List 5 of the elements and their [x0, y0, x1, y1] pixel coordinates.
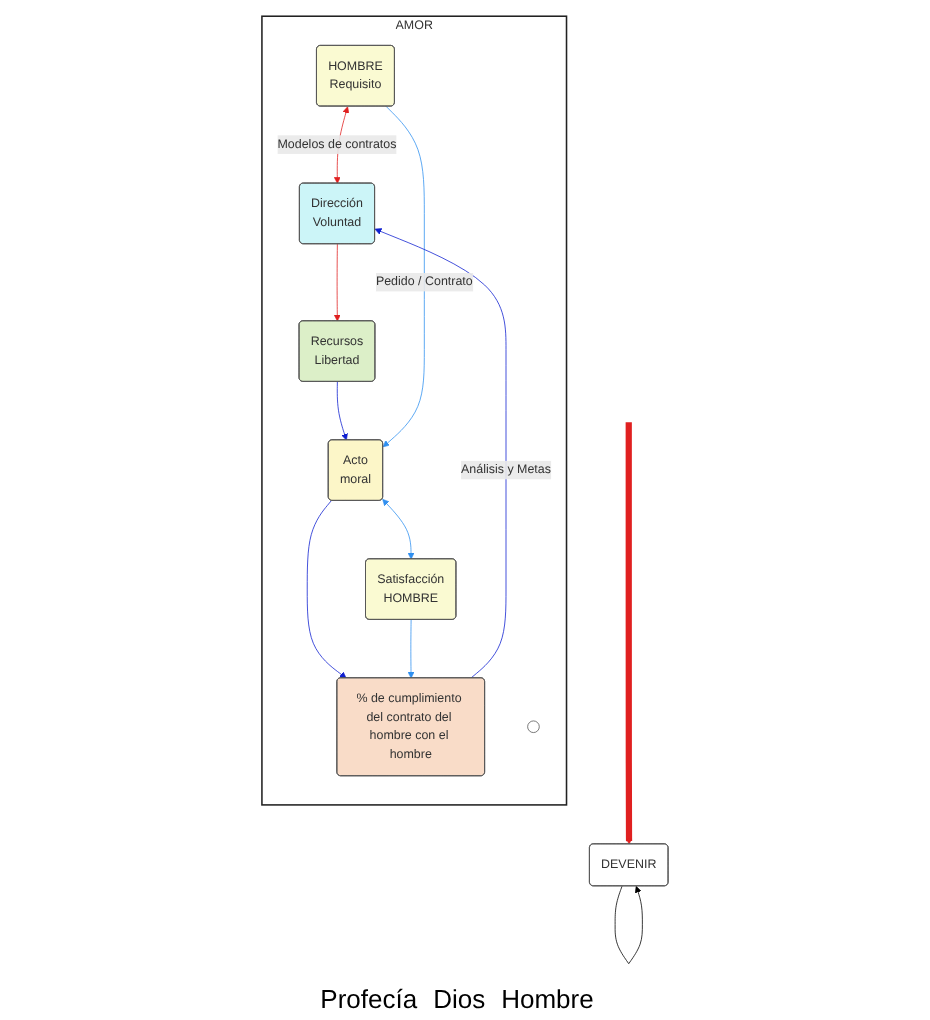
note-text: Profecía [320, 984, 418, 1014]
note-text: Hombre [501, 984, 594, 1014]
note-text: Dios [433, 984, 486, 1014]
node-circle [527, 719, 540, 732]
arrow [625, 421, 633, 844]
